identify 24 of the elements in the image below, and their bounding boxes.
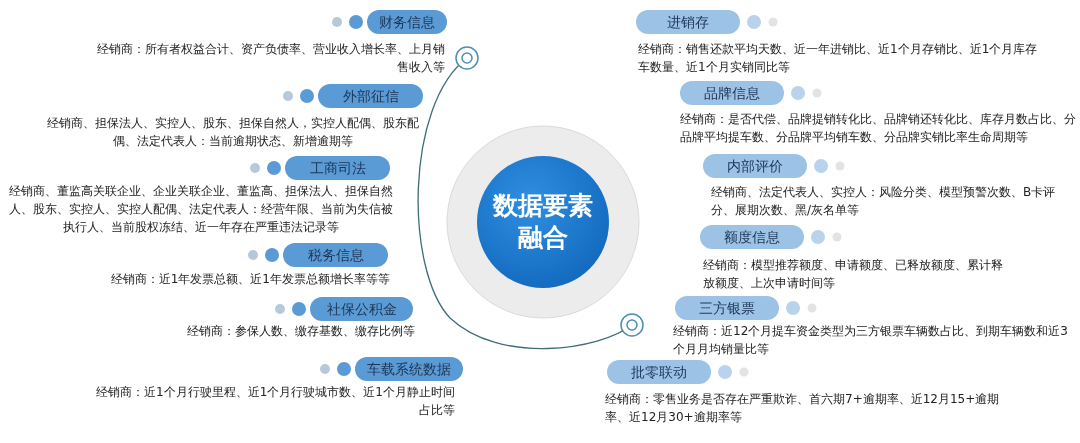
description-text: 经销商、董监高关联企业、企业关联企业、董监高、担保法人、担保自然人、股东、实控人、实控人配偶、法定代表人：经营年限、当前为失信被执行人、当前股权冻结、近一年存在严重违法记录等 bbox=[7, 183, 394, 236]
description-text: 经销商：所有者权益合计、资产负债率、营业收入增长率、上月销售收入等 bbox=[96, 41, 445, 76]
category-pill: 三方银票 bbox=[675, 296, 779, 320]
description-text: 经销商：近1个月行驶里程、近1个月行驶城市数、近1个月静止时间占比等 bbox=[95, 384, 455, 419]
category-pill: 财务信息 bbox=[367, 10, 447, 34]
category-pill: 税务信息 bbox=[283, 243, 388, 267]
description-text: 经销商：是否代偿、品牌提销转化比、品牌销还转化比、库存月数占比、分品牌平均提车数、分品牌平均销车数、分品牌实销比率生命周期等 bbox=[680, 111, 1077, 146]
category-pill: 社保公积金 bbox=[310, 297, 413, 321]
category-pill: 进销存 bbox=[636, 10, 740, 34]
category-pill: 工商司法 bbox=[285, 156, 390, 180]
category-pill: 外部征信 bbox=[318, 84, 423, 108]
description-text: 经销商：销售还款平均天数、近一年进销比、近1个月存销比、近1个月库存车数量、近1个月实销同比等 bbox=[638, 41, 1038, 76]
description-text: 经销商、担保法人、实控人、股东、担保自然人，实控人配偶、股东配偶、法定代表人：当前逾期状态、新增逾期等 bbox=[46, 115, 420, 150]
description-text: 经销商：零售业务是否存在严重欺诈、首六期7+逾期率、近12月15+逾期率、近12月30+逾期率等 bbox=[605, 391, 1001, 426]
category-pill: 内部评价 bbox=[703, 154, 807, 178]
description-text: 经销商、法定代表人、实控人：风险分类、模型预警次数、B卡评分、展期次数、黑/灰名单等 bbox=[711, 184, 1056, 219]
category-pill: 车载系统数据 bbox=[355, 357, 463, 381]
category-pill: 额度信息 bbox=[700, 225, 804, 249]
description-text: 经销商：参保人数、缴存基数、缴存比例等 bbox=[186, 323, 415, 340]
description-text: 经销商：近1年发票总额、近1年发票总额增长率等等 bbox=[109, 271, 390, 288]
category-pill: 品牌信息 bbox=[680, 81, 784, 105]
description-text: 经销商：近12个月提车资金类型为三方银票车辆数占比、到期车辆数和近3个月月均销量比等 bbox=[673, 323, 1068, 358]
description-text: 经销商：模型推荐额度、申请额度、已释放额度、累计释放额度、上次申请时间等 bbox=[703, 257, 1003, 292]
category-pill: 批零联动 bbox=[607, 360, 711, 384]
